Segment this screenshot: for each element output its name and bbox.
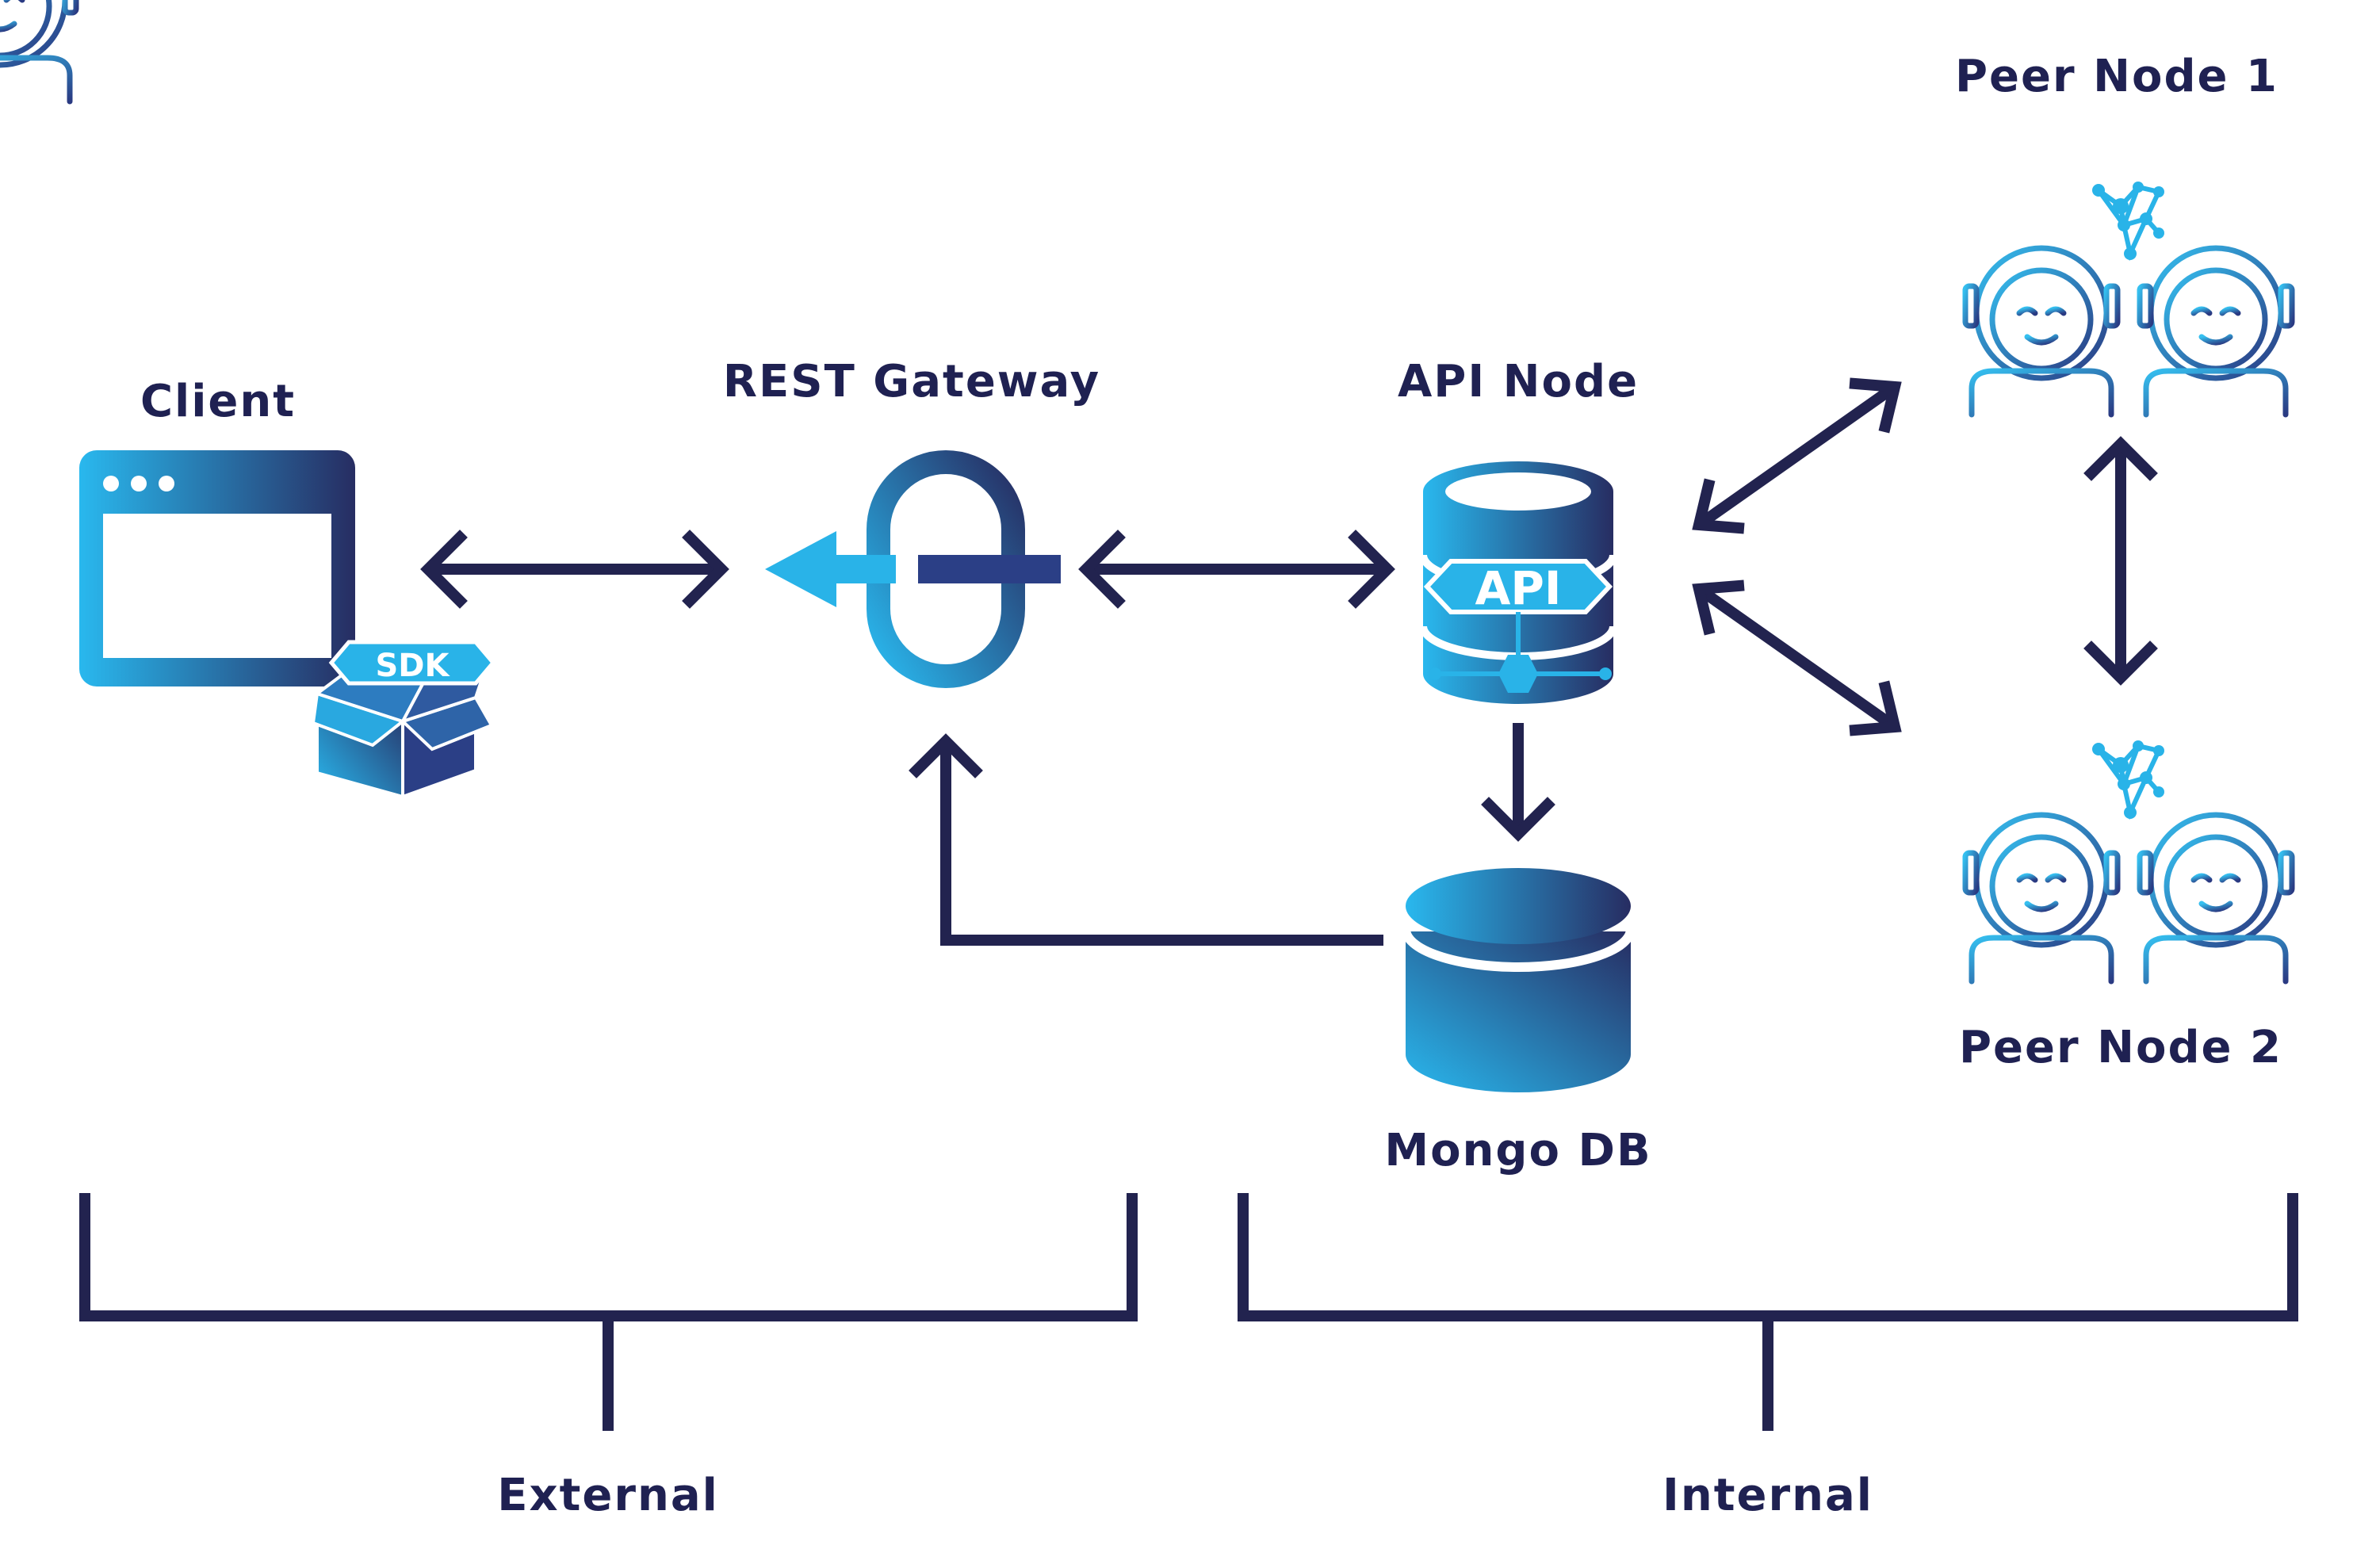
api-mongo-arrow	[1481, 723, 1555, 842]
sdk-badge-text: SDK	[375, 648, 450, 684]
gateway-link-icon	[765, 450, 1061, 688]
peer-2-astronaut-left	[1965, 815, 2118, 981]
astronaut-peer-icon	[0, 0, 79, 105]
internal-bracket	[1238, 1193, 2298, 1431]
gateway-api-arrow	[1078, 530, 1395, 609]
mongo-gateway-arrow	[909, 733, 1383, 946]
api-database-icon: API	[1419, 461, 1617, 704]
peer1-peer2-arrow	[2083, 436, 2158, 686]
browser-window-icon	[79, 450, 355, 686]
external-label: External	[497, 1470, 719, 1521]
mongo-db-label: Mongo DB	[1384, 1125, 1651, 1176]
api-badge-text: API	[1475, 561, 1562, 615]
network-graph-icon	[2092, 182, 2164, 262]
database-icon	[1401, 868, 1636, 1092]
peer-2-astronaut-right	[2140, 815, 2292, 981]
network-graph-icon	[2092, 740, 2164, 820]
sdk-box-icon: SDK	[311, 640, 496, 799]
rest-gateway-label: REST Gateway	[723, 356, 1100, 407]
api-node-label: API Node	[1398, 356, 1639, 407]
client-gateway-arrow	[420, 530, 729, 609]
api-peer1-arrow	[1692, 377, 1902, 534]
peer-1-astronaut-right	[2140, 248, 2292, 415]
peer-node-2-label: Peer Node 2	[1959, 1022, 2282, 1073]
peer-node-1-label: Peer Node 1	[1955, 51, 2278, 102]
external-bracket	[79, 1193, 1138, 1431]
client-label: Client	[140, 376, 296, 427]
api-peer2-arrow	[1692, 579, 1902, 736]
internal-label: Internal	[1662, 1470, 1873, 1521]
peer-1-astronaut-left	[1965, 248, 2118, 415]
